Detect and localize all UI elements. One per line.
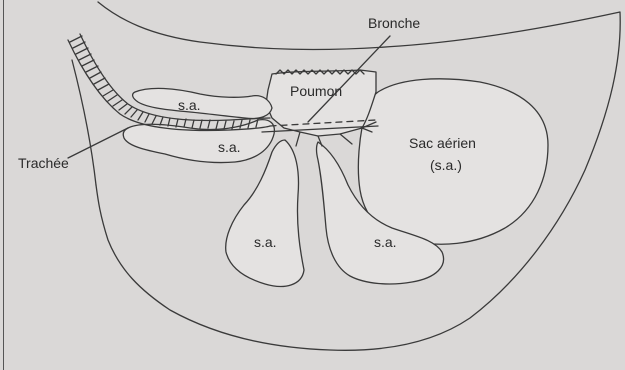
label-sac-aerien: Sac aérien [409, 135, 476, 151]
air-sac-upper-left [133, 88, 272, 118]
body-outline-left [72, 60, 96, 185]
label-sa-lower-right: s.a. [374, 234, 397, 250]
label-sac-aerien-abbr: (s.a.) [430, 157, 462, 173]
label-trachee: Trachée [18, 155, 69, 171]
label-sa-middle: s.a. [218, 139, 241, 155]
lung [266, 70, 376, 136]
label-sa-top: s.a. [178, 97, 201, 113]
leader-trachee [68, 128, 128, 158]
label-poumon: Poumon [290, 83, 342, 99]
label-sa-lower-left: s.a. [254, 234, 277, 250]
air-sac-middle-left [123, 120, 274, 163]
label-bronche: Bronche [368, 15, 420, 31]
